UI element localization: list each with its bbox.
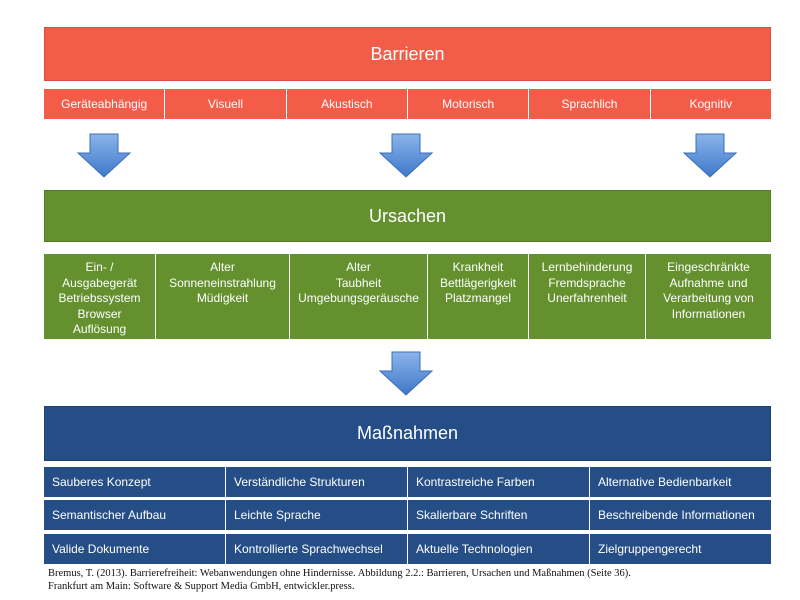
measure-label: Valide Dokumente — [52, 542, 150, 556]
down-arrow-icon — [378, 351, 434, 397]
cause-line: Krankheit — [452, 260, 504, 274]
cause-line: Aufnahme und — [669, 275, 748, 290]
barrier-label: Sprachlich — [561, 97, 618, 111]
measure-label: Kontrollierte Sprachwechsel — [234, 542, 383, 556]
cause-line: Fremdsprache — [548, 275, 626, 290]
citation-line: Frankfurt am Main: Software & Support Me… — [48, 581, 355, 592]
barrier-label: Motorisch — [442, 97, 495, 111]
measure-label: Semantischer Aufbau — [52, 508, 167, 522]
barrieren-title: Barrieren — [370, 43, 445, 64]
citation: Bremus, T. (2013). Barrierefreiheit: Web… — [48, 567, 788, 593]
cause-line: Eingeschränkte — [667, 260, 750, 274]
cause-line: Müdigkeit — [196, 291, 249, 305]
barrier-cell: Akustisch — [286, 89, 408, 119]
cause-cell: Lernbehinderung Fremdsprache Unerfahrenh… — [529, 254, 646, 339]
measure-cell: Leichte Sprache — [226, 500, 408, 530]
measure-label: Aktuelle Technologien — [416, 542, 533, 556]
barrieren-categories: Geräteabhängig Visuell Akustisch Motoris… — [44, 89, 771, 119]
citation-line: Bremus, T. (2013). Barrierefreiheit: Web… — [48, 568, 631, 579]
measure-cell: Sauberes Konzept — [44, 467, 226, 497]
measure-cell: Valide Dokumente — [44, 534, 226, 564]
measure-cell: Kontrastreiche Farben — [408, 467, 590, 497]
cause-line: Informationen — [671, 306, 746, 321]
measure-row: Valide Dokumente Kontrollierte Sprachwec… — [44, 534, 771, 564]
cause-line: Alter — [346, 260, 371, 274]
measure-cell: Beschreibende Informationen — [590, 500, 771, 530]
measure-cell: Zielgruppengerecht — [590, 534, 771, 564]
measure-cell: Kontrollierte Sprachwechsel — [226, 534, 408, 564]
cause-line: Lernbehinderung — [541, 260, 633, 274]
barrier-cell: Sprachlich — [529, 89, 651, 119]
measure-label: Zielgruppengerecht — [598, 542, 702, 556]
measure-label: Leichte Sprache — [234, 508, 321, 522]
cause-line: Browser — [77, 306, 122, 321]
measure-cell: Verständliche Strukturen — [226, 467, 408, 497]
cause-line: Sonneneinstrahlung — [169, 275, 276, 290]
cause-line: Umgebungsgeräusche — [298, 291, 419, 305]
barrieren-header: Barrieren — [44, 27, 771, 81]
cause-cell: Alter Taubheit Umgebungsgeräusche — [290, 254, 428, 339]
measure-label: Beschreibende Informationen — [598, 508, 755, 522]
ursachen-title: Ursachen — [368, 205, 447, 226]
down-arrow-icon — [682, 133, 738, 179]
cause-cell: Krankheit Bettlägerigkeit Platzmangel — [428, 254, 529, 339]
cause-cell: Alter Sonneneinstrahlung Müdigkeit — [156, 254, 290, 339]
cause-line: Platzmangel — [444, 291, 512, 305]
cause-line: Auflösung — [72, 322, 127, 336]
measure-row: Semantischer Aufbau Leichte Sprache Skal… — [44, 500, 771, 530]
measure-cell: Alternative Bedienbarkeit — [590, 467, 771, 497]
cause-cell: Ein- / Ausgabegerät Betriebssystem Brows… — [44, 254, 156, 339]
ursachen-header: Ursachen — [44, 190, 771, 242]
measure-label: Alternative Bedienbarkeit — [598, 475, 732, 489]
measure-cell: Semantischer Aufbau — [44, 500, 226, 530]
cause-line: Unerfahrenheit — [547, 291, 627, 305]
measure-label: Sauberes Konzept — [52, 475, 151, 489]
down-arrow-icon — [76, 133, 132, 179]
measure-cell: Aktuelle Technologien — [408, 534, 590, 564]
barrier-label: Geräteabhängig — [61, 97, 148, 111]
barrier-cell: Visuell — [165, 89, 287, 119]
barrier-cell: Motorisch — [407, 89, 530, 119]
cause-line: Taubheit — [335, 275, 382, 290]
measure-row: Sauberes Konzept Verständliche Strukture… — [44, 467, 771, 497]
barrier-cell: Kognitiv — [650, 89, 771, 119]
barrier-cell: Geräteabhängig — [44, 89, 166, 119]
massnahmen-title: Maßnahmen — [356, 423, 459, 443]
measure-label: Skalierbare Schriften — [416, 508, 528, 522]
measure-cell: Skalierbare Schriften — [408, 500, 590, 530]
cause-line: Betriebssystem — [58, 291, 141, 305]
cause-line: Bettlägerigkeit — [439, 275, 517, 290]
measure-label: Kontrastreiche Farben — [416, 475, 535, 489]
massnahmen-header: Maßnahmen — [44, 406, 771, 461]
cause-line: Verarbeitung von — [663, 291, 754, 305]
cause-line: Ausgabegerät — [62, 275, 137, 290]
barrier-label: Visuell — [207, 97, 244, 111]
down-arrow-icon — [378, 133, 434, 179]
barrier-label: Akustisch — [321, 97, 373, 111]
cause-line: Alter — [210, 260, 235, 274]
cause-cell: Eingeschränkte Aufnahme und Verarbeitung… — [646, 254, 771, 339]
measure-label: Verständliche Strukturen — [234, 475, 365, 489]
barrier-label: Kognitiv — [689, 97, 733, 111]
ursachen-causes: Ein- / Ausgabegerät Betriebssystem Brows… — [44, 254, 771, 339]
cause-line: Ein- / — [85, 260, 114, 274]
